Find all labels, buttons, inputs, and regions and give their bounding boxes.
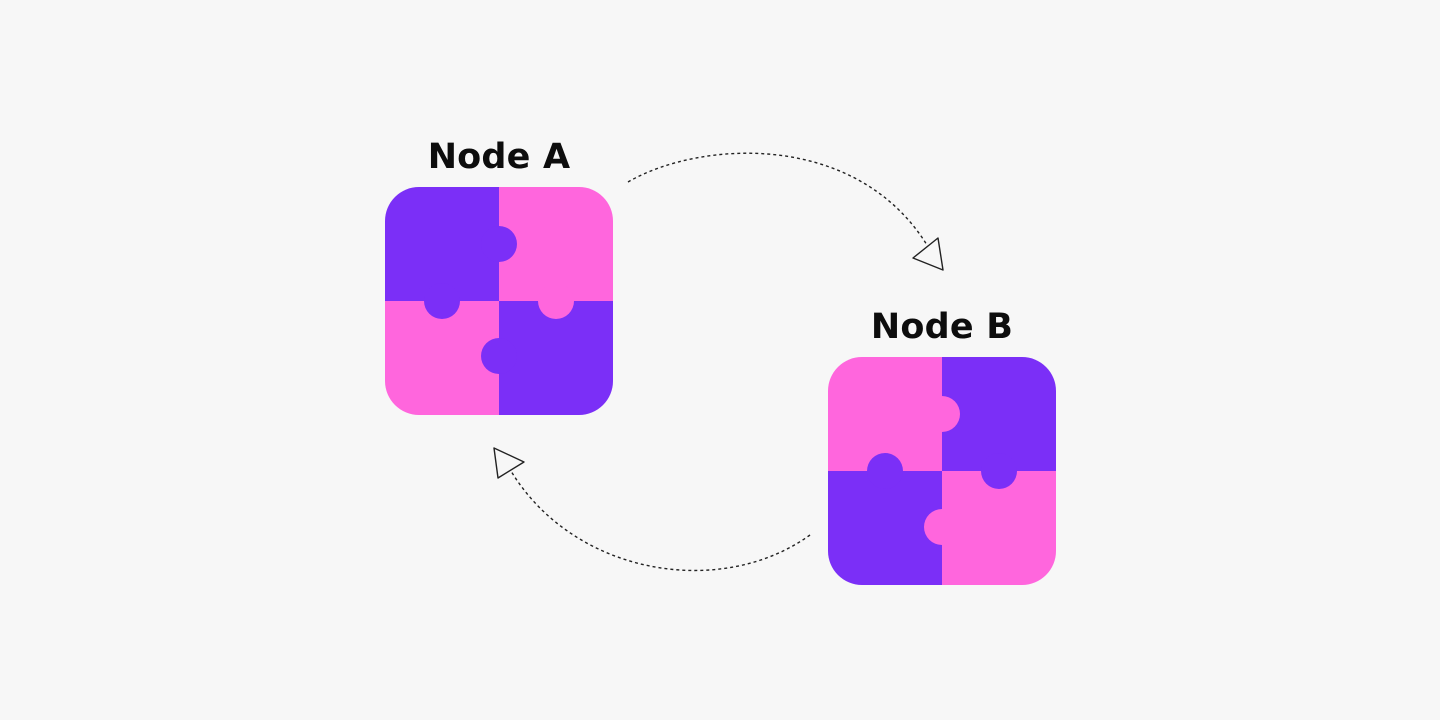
connector-a-to-b [627,152,944,271]
node-a-knob-right [481,226,517,262]
node-a-piece-top-left [385,187,499,301]
node-b-piece-top-right [942,357,1056,471]
node-b-label: Node B [871,307,1013,347]
connector-b-to-a-line [507,465,811,572]
node-b-piece-top-left [828,357,942,471]
node-a-knob-left-top [424,283,460,319]
node-b-piece-bottom-left [828,471,942,585]
node-a-label: Node A [428,137,571,177]
node-b[interactable]: Node B [828,307,1056,585]
arrow-head-right-icon [912,237,944,271]
node-b-puzzle-icon [828,357,1056,585]
node-b-knob-right-top [981,453,1017,489]
node-a-knob-bottom [481,338,517,374]
node-a-piece-top-right [499,187,613,301]
node-b-knob-right [924,396,960,432]
connector-a-to-b-line [627,152,931,251]
node-b-knob-bottom [924,509,960,545]
node-a-piece-bottom-left [385,301,499,415]
node-a-knob-right-top [538,283,574,319]
connector-b-to-a [493,447,811,572]
node-a-piece-bottom-right [499,301,613,415]
node-a[interactable]: Node A [385,137,613,415]
arrow-head-left-icon [493,447,525,479]
node-b-piece-bottom-right [942,471,1056,585]
node-b-knob-left-top [867,453,903,489]
node-a-puzzle-icon [385,187,613,415]
